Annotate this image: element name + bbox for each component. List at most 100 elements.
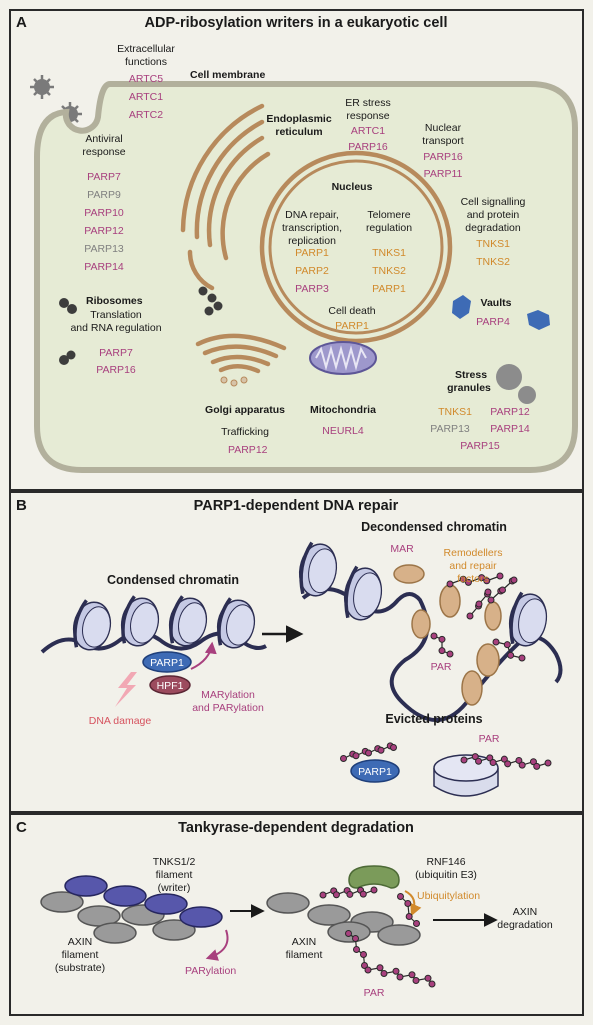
nuclear-transport-label: transport xyxy=(422,135,464,147)
dna-damage-label: DNA damage xyxy=(89,715,152,727)
writer-label: PARP16 xyxy=(96,364,136,376)
par-chain xyxy=(460,753,552,770)
par-chain xyxy=(397,893,420,927)
writer-label: PARP14 xyxy=(490,423,530,435)
axin-filament-label: filament xyxy=(286,949,323,961)
nucleosome-icon xyxy=(343,565,383,621)
remodellers-label: factors xyxy=(457,573,489,585)
writer-label: PARP7 xyxy=(87,171,121,183)
par-chain xyxy=(319,886,378,899)
endoplasmic-reticulum-shape xyxy=(180,103,271,291)
writer-label: PARP13 xyxy=(430,423,470,435)
cell-membrane-label: Cell membrane xyxy=(190,69,265,81)
writer-label: PARP10 xyxy=(84,207,124,219)
writer-label: TNKS1 xyxy=(372,247,406,259)
antiviral-label: Antiviral xyxy=(85,133,122,145)
ribosomes-label: Ribosomes xyxy=(86,295,143,307)
axin-subunit xyxy=(40,891,84,913)
decondensed-chromatin-label: Decondensed chromatin xyxy=(361,520,507,534)
writer-label: PARP12 xyxy=(490,406,530,418)
par-chain xyxy=(340,742,397,762)
ribosomes-label: Translation xyxy=(90,309,142,321)
writer-label: TNKS2 xyxy=(476,256,510,268)
er-label: reticulum xyxy=(275,126,322,138)
er-stress-label: ER stress xyxy=(345,97,391,109)
evicted-parp1-protein xyxy=(350,759,400,783)
writer-label: PARP2 xyxy=(295,265,329,277)
marylation-label: MARylation xyxy=(201,689,255,701)
tnks-label: TNKS1/2 xyxy=(153,856,196,868)
telomere-label: Telomere xyxy=(367,209,410,221)
writer-label: PARP15 xyxy=(460,440,500,452)
par-chain xyxy=(492,638,526,662)
panel-a-title: ADP-ribosylation writers in a eukaryotic… xyxy=(145,15,448,31)
degradation-label: AXIN xyxy=(513,906,538,918)
par-chain-group xyxy=(430,572,526,662)
panel-a: A ADP-ribosylation writers in a eukaryot… xyxy=(9,9,584,491)
signalling-label: degradation xyxy=(465,222,521,234)
tnks-subunit xyxy=(179,906,223,928)
rnf146-label: (ubiquitin E3) xyxy=(415,869,477,881)
writer-label: PARP3 xyxy=(295,283,329,295)
nucleus-label: Nucleus xyxy=(332,181,373,193)
telomere-label: regulation xyxy=(366,222,412,234)
nucleosome-group xyxy=(72,595,256,651)
axin-subunit xyxy=(266,892,310,914)
dna-repair-label: DNA repair, xyxy=(285,209,339,221)
axin-subunit xyxy=(307,904,351,926)
writer-label: PARP16 xyxy=(348,141,388,153)
axin-subunit xyxy=(93,922,137,944)
hpf1-protein xyxy=(149,675,191,695)
writer-label: ARTC5 xyxy=(129,73,163,85)
nucleus-envelope-inner xyxy=(268,159,444,335)
vaults-label: Vaults xyxy=(481,297,512,309)
cell-membrane xyxy=(34,81,578,473)
ubiquitylation-label: Ubiquitylation xyxy=(417,890,480,902)
parp1-label: PARP1 xyxy=(150,657,184,669)
er-label: Endoplasmic xyxy=(266,113,332,125)
mar-label: MAR xyxy=(390,543,414,555)
writer-label: TNKS1 xyxy=(438,406,472,418)
writer-label: PARP1 xyxy=(335,320,369,332)
evicted-par-label: PAR xyxy=(479,733,500,745)
nucleosome-icon xyxy=(216,597,256,649)
tnks-label: filament xyxy=(156,869,193,881)
par-chain xyxy=(345,930,368,969)
rnf146-protein xyxy=(348,865,400,889)
par-chain xyxy=(466,588,492,620)
writer-label: PARP11 xyxy=(424,168,463,180)
nucleosome-icon xyxy=(298,541,338,597)
dna-repair-label: transcription, xyxy=(282,222,342,234)
tnks-label: (writer) xyxy=(158,882,191,894)
stress-granule-icon xyxy=(496,364,536,404)
nucleosome-icon xyxy=(168,595,208,647)
hpf1-label: HPF1 xyxy=(157,680,184,692)
degradation-label: degradation xyxy=(497,919,553,931)
nucleosome-group xyxy=(298,541,548,647)
signalling-label: Cell signalling xyxy=(461,196,526,208)
par-label: PAR xyxy=(364,987,385,999)
remodellers-label: and repair xyxy=(449,560,497,572)
dna-repair-label: replication xyxy=(288,235,336,247)
tnks-subunit xyxy=(64,875,108,897)
parylation-label: PARylation xyxy=(185,965,236,977)
nuclear-transport-label: Nuclear xyxy=(425,122,462,134)
writer-label: PARP13 xyxy=(84,243,124,255)
panel-b: B PARP1-dependent DNA repair Condensed c… xyxy=(9,491,584,813)
trafficking-label: Trafficking xyxy=(221,426,269,438)
vault-icon xyxy=(452,295,550,330)
par-label: PAR xyxy=(431,661,452,673)
marylation-arrow xyxy=(190,641,217,670)
par-chain xyxy=(430,632,454,658)
filament-group xyxy=(266,892,421,946)
stress-granules-label: granules xyxy=(447,382,491,394)
marylation-label: and PARylation xyxy=(192,702,264,714)
ribosomes-label: and RNA regulation xyxy=(70,322,161,334)
er-ribosome-icons xyxy=(198,286,223,316)
writer-label: PARP1 xyxy=(295,247,329,259)
tnks-subunit xyxy=(144,893,188,915)
cell-death-label: Cell death xyxy=(328,305,375,317)
parp1-protein xyxy=(142,651,192,673)
nucleosome-icon xyxy=(508,591,548,647)
